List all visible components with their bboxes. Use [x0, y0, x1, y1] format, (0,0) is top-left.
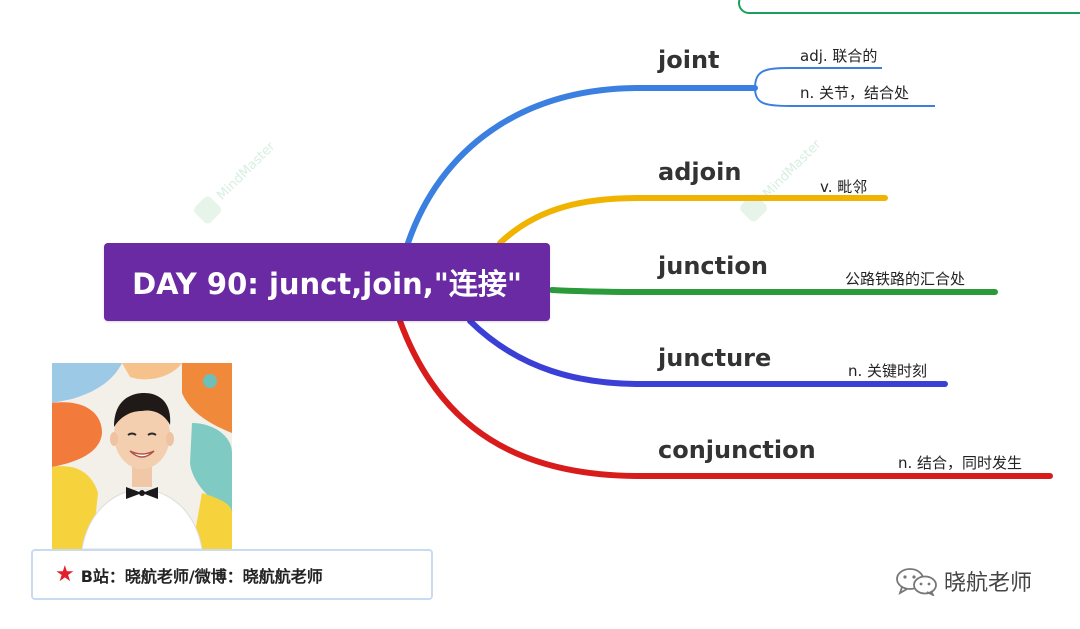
meaning-junction[interactable]: 公路铁路的汇合处: [845, 270, 966, 288]
branch-line-juncture: [467, 318, 948, 387]
teacher-photo: [52, 363, 232, 549]
social-caption-text: B站：晓航老师/微博：晓航航老师: [80, 566, 323, 586]
meaning-joint-noun[interactable]: n. 关节，结合处: [800, 84, 910, 102]
wechat-account-name: 晓航老师: [944, 571, 1033, 596]
branch-word-adjoin[interactable]: adjoin: [658, 158, 742, 186]
sub-branch-joint-1: [754, 67, 882, 89]
root-topic[interactable]: DAY 90: junct,join,"连接": [104, 243, 550, 321]
branch-line-junction: [549, 287, 998, 295]
meaning-adjoin[interactable]: v. 毗邻: [820, 178, 868, 196]
wechat-account-watermark: 晓航老师: [894, 565, 1032, 597]
sub-branch-joint-2: [754, 87, 935, 107]
wechat-icon: [896, 568, 937, 596]
meaning-juncture[interactable]: n. 关键时刻: [848, 362, 928, 380]
branch-word-joint[interactable]: joint: [658, 46, 720, 74]
top-decorative-band: [738, 0, 1080, 14]
branch-word-conjunction[interactable]: conjunction: [658, 436, 816, 464]
root-topic-label: DAY 90: junct,join,"连接": [132, 267, 522, 301]
branch-line-joint: [405, 85, 758, 246]
meaning-joint-adj[interactable]: adj. 联合的: [800, 47, 878, 65]
branch-line-conjunction: [397, 318, 1053, 479]
teacher-portrait-illustration: [52, 363, 232, 549]
meaning-conjunction[interactable]: n. 结合，同时发生: [898, 454, 1023, 472]
branch-word-juncture[interactable]: juncture: [658, 344, 772, 372]
social-caption-bar: ★ B站：晓航老师/微博：晓航航老师: [31, 549, 433, 600]
branch-line-adjoin: [497, 195, 888, 246]
branch-word-junction[interactable]: junction: [658, 252, 768, 280]
star-icon: ★: [55, 561, 75, 587]
